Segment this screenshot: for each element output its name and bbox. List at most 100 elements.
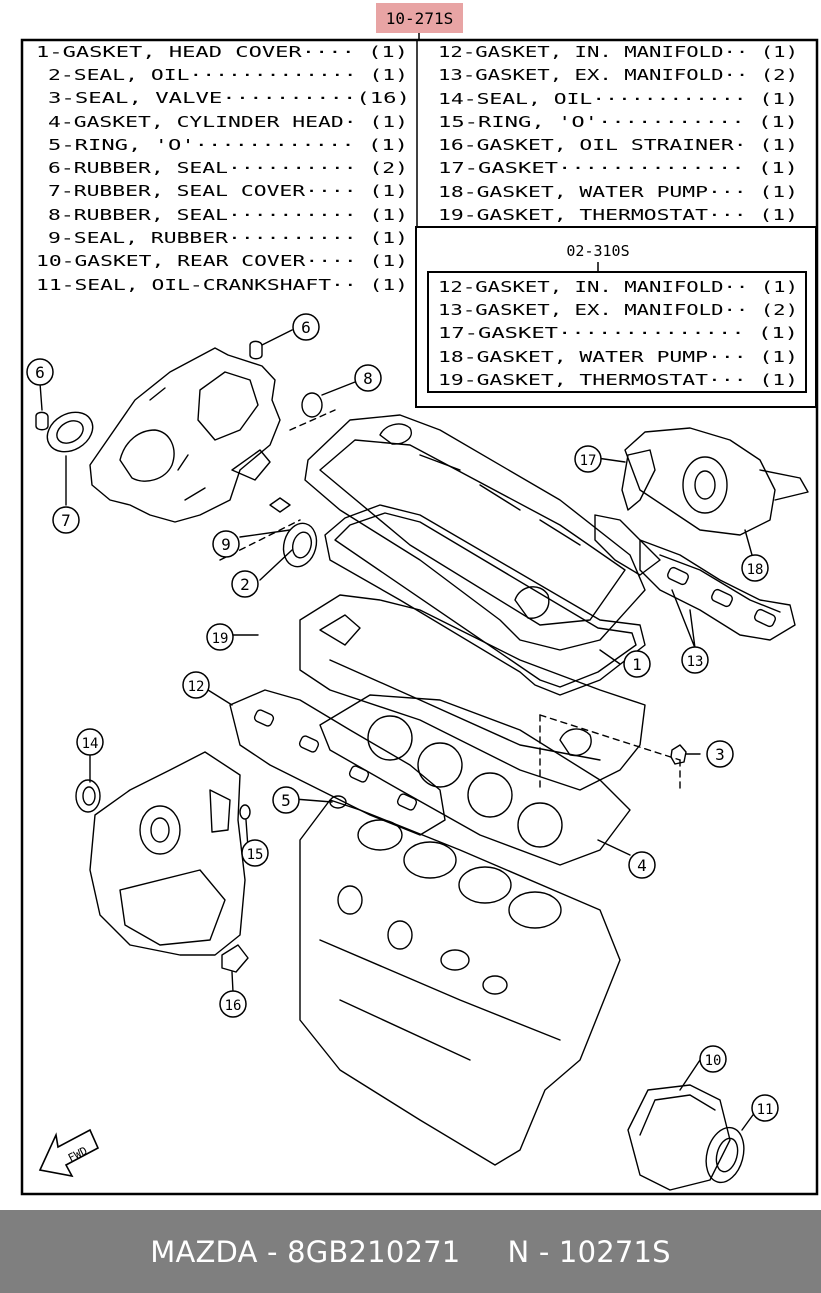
- callout-9: 9: [212, 530, 240, 558]
- callout-6: 6: [292, 313, 320, 341]
- part-line: 12-GASKET, IN. MANIFOLD·· (1): [438, 43, 798, 61]
- callout-18: 18: [741, 554, 769, 582]
- parts-list-sub-kit: 12-GASKET, IN. MANIFOLD·· (1) 13-GASKET,…: [438, 278, 798, 389]
- rubber-seal-6b: [35, 411, 49, 431]
- callout-5: 5: [272, 786, 300, 814]
- rubber-seal-cover-7: [46, 411, 94, 453]
- thermostat-gasket: [621, 449, 656, 511]
- svg-text:17: 17: [580, 453, 597, 469]
- svg-text:18: 18: [747, 562, 764, 578]
- callout-19: 19: [206, 623, 234, 651]
- part-line: 18-GASKET, WATER PUMP··· (1): [438, 348, 798, 366]
- svg-text:2: 2: [240, 575, 250, 594]
- part-line: 14-SEAL, OIL············ (1): [438, 90, 798, 108]
- part-line: 2-SEAL, OIL············· (1): [48, 66, 408, 84]
- callout-13: 13: [681, 646, 709, 674]
- svg-text:9: 9: [221, 535, 231, 554]
- callout-16: 16: [219, 990, 247, 1018]
- exploded-parts-diagram: 10-271S 02-310S 1-GASKET, HEAD COVER····…: [20, 3, 819, 1196]
- rubber-seal-6a: [249, 340, 263, 360]
- part-line: 9-SEAL, RUBBER·········· (1): [48, 229, 408, 247]
- part-line: 5-RING, 'O'············ (1): [48, 136, 408, 154]
- callouts: 1 2 3 4 5 6 6 7 8 9 10 11 12 13 14 15 16…: [26, 313, 779, 1122]
- footer-part-number: MAZDA - 8GB210271 N - 10271S: [150, 1234, 671, 1269]
- oil-seal-2: [282, 522, 318, 568]
- part-line: 3-SEAL, VALVE··········(16): [48, 89, 410, 107]
- part-line: 12-GASKET, IN. MANIFOLD·· (1): [438, 278, 798, 296]
- footer-bar: MAZDA - 8GB210271 N - 10271S: [0, 1210, 821, 1293]
- part-line: 4-GASKET, CYLINDER HEAD· (1): [48, 113, 408, 131]
- intake-manifold-gasket: [229, 689, 446, 836]
- svg-text:8: 8: [363, 369, 373, 388]
- callout-15: 15: [241, 839, 269, 867]
- svg-text:12: 12: [188, 679, 205, 695]
- callout-10: 10: [699, 1045, 727, 1073]
- part-line: 16-GASKET, OIL STRAINER· (1): [438, 136, 798, 154]
- callout-12: 12: [182, 671, 210, 699]
- o-ring-15: [239, 804, 251, 820]
- svg-text:15: 15: [247, 847, 264, 863]
- callout-1: 1: [623, 650, 651, 678]
- svg-text:14: 14: [82, 736, 99, 752]
- diagram-frame: [20, 38, 819, 1196]
- oil-seal-14: [75, 779, 101, 813]
- part-line: 19-GASKET, THERMOSTAT··· (1): [438, 371, 798, 389]
- cylinder-head: [299, 594, 646, 791]
- svg-text:1: 1: [632, 655, 642, 674]
- callout-4: 4: [628, 851, 656, 879]
- kit-label: 10-271S: [386, 9, 453, 28]
- part-line: 6-RUBBER, SEAL·········· (2): [48, 159, 408, 177]
- part-line: 13-GASKET, EX. MANIFOLD·· (2): [438, 66, 798, 84]
- parts-list-left: 1-GASKET, HEAD COVER···· (1) 2-SEAL, OIL…: [36, 43, 410, 294]
- timing-cover: [89, 347, 281, 523]
- engine-line-art: [35, 329, 809, 1191]
- valve-seal-3: [670, 744, 687, 765]
- callout-3: 3: [706, 740, 734, 768]
- callout-8: 8: [354, 364, 382, 392]
- svg-text:13: 13: [687, 654, 704, 670]
- callout-17: 17: [574, 445, 602, 473]
- water-pump: [624, 427, 776, 536]
- part-line: 15-RING, 'O'··········· (1): [438, 113, 798, 131]
- kit-label-bg: [376, 3, 463, 33]
- part-line: 7-RUBBER, SEAL COVER···· (1): [48, 182, 408, 200]
- part-line: 19-GASKET, THERMOSTAT··· (1): [438, 206, 798, 224]
- part-line: 17-GASKET·············· (1): [438, 324, 798, 342]
- callout-7: 7: [52, 506, 80, 534]
- exhaust-manifold-gasket: [594, 514, 661, 576]
- svg-text:16: 16: [225, 998, 242, 1014]
- svg-text:6: 6: [301, 318, 311, 337]
- svg-text:4: 4: [637, 856, 647, 875]
- rubber-seal-8: [301, 392, 323, 418]
- part-line: 1-GASKET, HEAD COVER···· (1): [36, 43, 408, 61]
- svg-text:7: 7: [61, 511, 71, 530]
- front-cover: [89, 751, 246, 956]
- fwd-arrow-icon: FWD: [38, 1128, 100, 1178]
- svg-text:19: 19: [212, 631, 229, 647]
- callout-14: 14: [76, 728, 104, 756]
- part-line: 11-SEAL, OIL-CRANKSHAFT·· (1): [36, 276, 408, 294]
- svg-text:11: 11: [757, 1102, 774, 1118]
- crankshaft-seal: [705, 1126, 745, 1184]
- callout-6: 6: [26, 358, 54, 386]
- parts-list-right: 12-GASKET, IN. MANIFOLD·· (1) 13-GASKET,…: [438, 43, 798, 224]
- part-line: 8-RUBBER, SEAL·········· (1): [48, 206, 408, 224]
- sub-kit-label: 02-310S: [566, 242, 629, 260]
- part-line: 10-GASKET, REAR COVER···· (1): [36, 252, 408, 270]
- svg-text:6: 6: [35, 363, 45, 382]
- callout-11: 11: [751, 1094, 779, 1122]
- seal-rubber-9: [269, 497, 291, 513]
- svg-text:3: 3: [715, 745, 725, 764]
- svg-text:5: 5: [281, 791, 291, 810]
- part-line: 13-GASKET, EX. MANIFOLD·· (2): [438, 301, 798, 319]
- cylinder-block: [299, 799, 621, 1166]
- part-line: 17-GASKET·············· (1): [438, 159, 798, 177]
- oil-strainer-gasket: [221, 944, 249, 973]
- svg-text:10: 10: [705, 1053, 722, 1069]
- sub-kit-list-frame: [427, 271, 807, 393]
- cylinder-head-gasket: [319, 694, 631, 866]
- part-line: 18-GASKET, WATER PUMP··· (1): [438, 183, 798, 201]
- rear-cover: [627, 1084, 731, 1191]
- callout-2: 2: [231, 570, 259, 598]
- sub-kit-box: [415, 226, 817, 408]
